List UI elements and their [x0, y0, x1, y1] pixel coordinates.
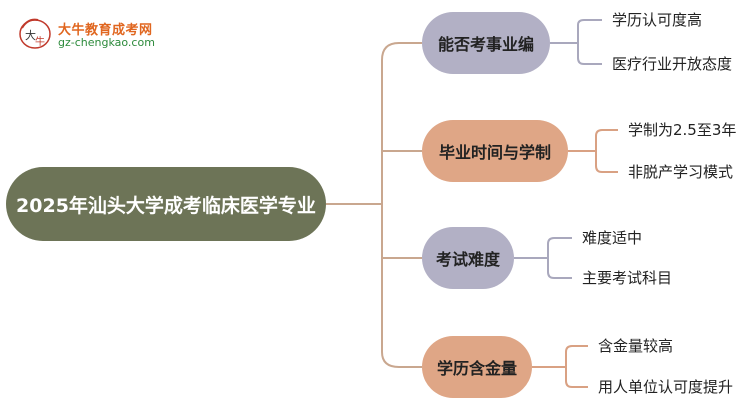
- logo-title: 大牛教育成考网: [58, 23, 153, 38]
- svg-text:牛: 牛: [35, 35, 45, 48]
- site-logo[interactable]: 大 牛 大牛教育成考网 gz-chengkao.com: [18, 16, 178, 52]
- branch-3-connector: [514, 237, 572, 279]
- branch-node-duration: 毕业时间与学制: [422, 120, 568, 182]
- logo-mark-icon: 大 牛: [19, 18, 51, 49]
- leaf-node: 学制为2.5至3年: [628, 121, 737, 139]
- branch-node-career: 能否考事业编: [422, 12, 550, 74]
- trunk-line: [381, 42, 422, 368]
- branch-2-connector: [568, 129, 618, 173]
- leaf-node: 主要考试科目: [582, 269, 673, 287]
- logo-url: gz-chengkao.com: [58, 36, 155, 49]
- leaf-node: 非脱产学习模式: [628, 163, 734, 181]
- leaf-node: 学历认可度高: [612, 11, 703, 29]
- branch-4-connector: [532, 345, 588, 388]
- leaf-node: 难度适中: [582, 229, 643, 247]
- branch-1-connector: [550, 19, 602, 65]
- leaf-node: 医疗行业开放态度: [612, 55, 733, 73]
- leaf-node: 用人单位认可度提升: [598, 378, 734, 396]
- root-node: 2025年汕头大学成考临床医学专业: [6, 167, 326, 241]
- branch-node-difficulty: 考试难度: [422, 227, 514, 289]
- svg-text:大: 大: [25, 28, 36, 42]
- branch-node-value: 学历含金量: [422, 336, 532, 398]
- leaf-node: 含金量较高: [598, 337, 674, 355]
